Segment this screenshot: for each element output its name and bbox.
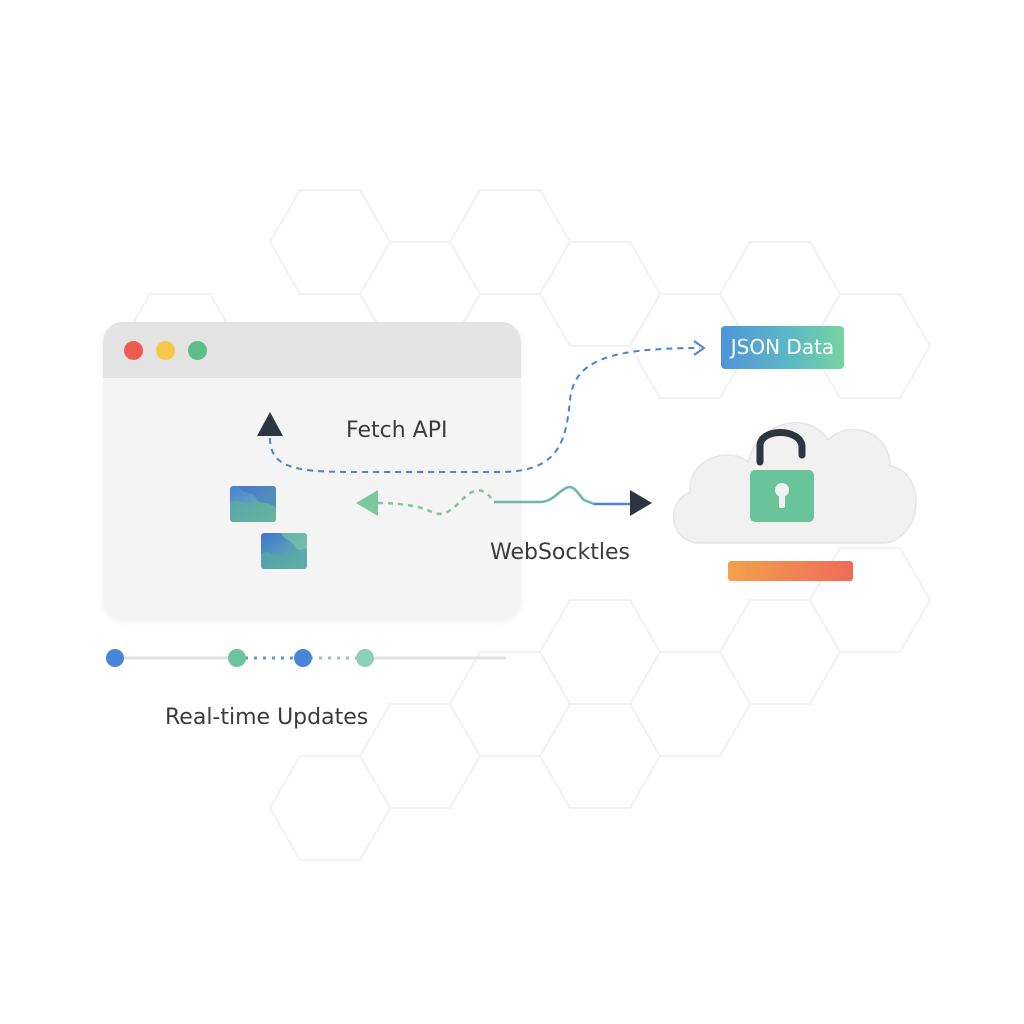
image-thumbnail-icon xyxy=(261,533,307,569)
websocket-path-green xyxy=(377,489,496,515)
fetch-api-path xyxy=(269,347,701,473)
browser-titlebar xyxy=(103,322,521,378)
timeline-point xyxy=(228,649,246,667)
maximize-dot-icon xyxy=(188,341,207,360)
unlocked-padlock-icon xyxy=(750,429,814,522)
websockets-label: WebSocktles xyxy=(490,540,630,565)
timeline-point xyxy=(356,649,374,667)
timeline-point xyxy=(106,649,124,667)
fetch-api-label: Fetch API xyxy=(346,418,448,443)
websocket-arrow-left xyxy=(356,490,378,516)
realtime-timeline xyxy=(106,649,506,667)
server-status-bar xyxy=(728,561,853,581)
fetch-api-arrow-start xyxy=(257,412,283,436)
websocket-arrow-right xyxy=(630,490,652,516)
realtime-updates-label: Real-time Updates xyxy=(165,705,369,730)
json-data-chip: JSON Data xyxy=(721,326,844,369)
fetch-api-arrow-end xyxy=(693,340,706,356)
image-thumbnail-icon xyxy=(230,486,276,522)
timeline-point xyxy=(294,649,312,667)
close-dot-icon xyxy=(124,341,143,360)
websocket-path-mid xyxy=(494,485,595,506)
minimize-dot-icon xyxy=(156,341,175,360)
